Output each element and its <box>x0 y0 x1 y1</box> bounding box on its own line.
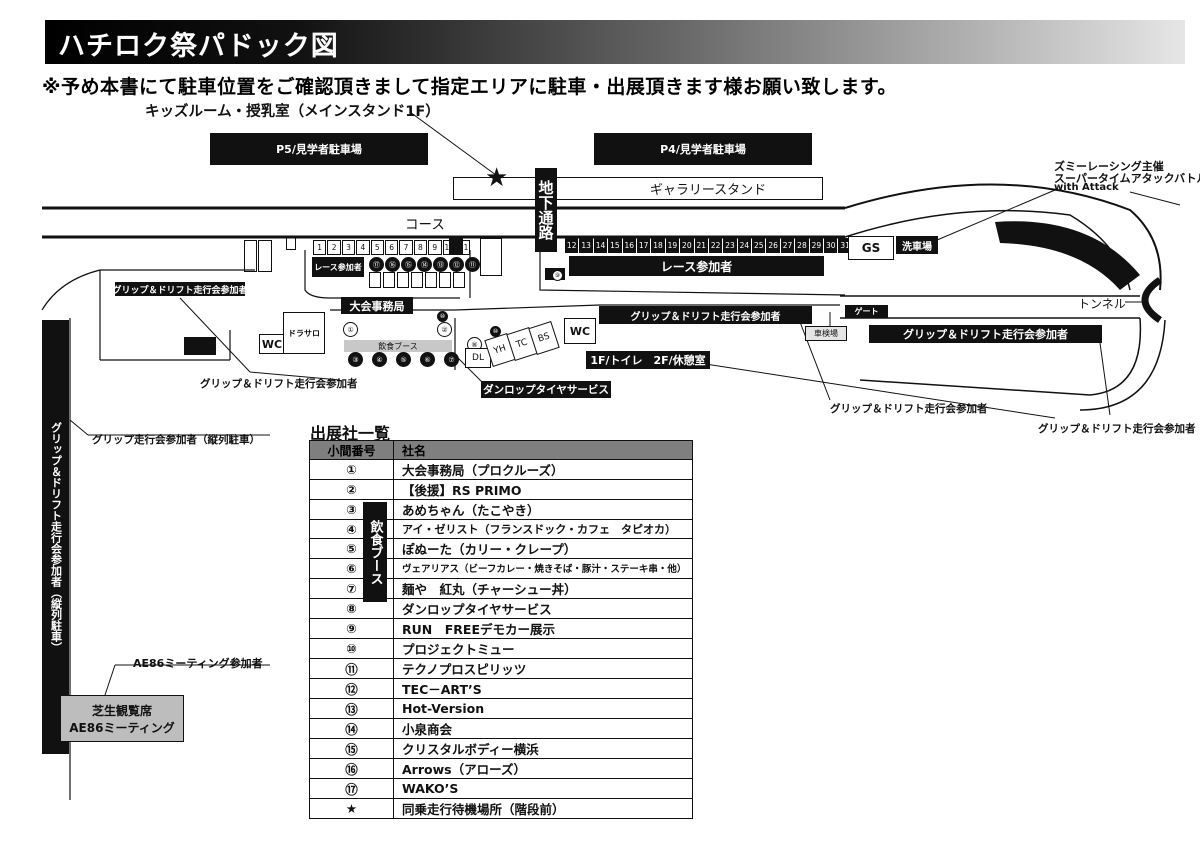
grip-drift-area-right: グリップ＆ドリフト走行会参加者 <box>869 325 1102 343</box>
pit-block <box>480 238 502 276</box>
course-label: コース <box>405 217 445 233</box>
page-title: ハチロク祭パドック図 <box>58 31 339 62</box>
dunlop-label: ダンロップタイヤサービス <box>481 381 611 398</box>
parking-p5: P5/見学者駐車場 <box>210 133 428 165</box>
gallery-stand-label: ギャラリースタンド <box>649 183 767 198</box>
lawn-seating-line-1: 芝生観覧席 <box>91 703 152 718</box>
marker-9: ⑨ <box>552 270 563 281</box>
car-wash: 洗車場 <box>896 236 938 254</box>
parking-p4: P4/見学者駐車場 <box>594 133 812 165</box>
grip-drift-label-left: グリップ＆ドリフト走行会参加者 <box>200 378 358 390</box>
hq-label: 大会事務局 <box>341 297 413 314</box>
grip-drift-vertical-area: グリップ＆ドリフト走行会参加者（縦列駐車） <box>42 320 69 754</box>
marker-2: ② <box>437 322 452 337</box>
title-bar <box>45 20 1185 64</box>
kids-room-label: キッズルーム・授乳室（メインスタンド1F） <box>145 104 440 120</box>
grip-drift-label-mid: グリップ＆ドリフト走行会参加者 <box>830 403 988 415</box>
table-row: ★同乗走行待機場所（階段前） <box>309 797 694 819</box>
pit-boxes-lower <box>369 272 465 288</box>
lawn-seating: 芝生観覧席 AE86ミーティング <box>60 695 184 742</box>
food-booth-strip: 飲食ブース <box>344 340 452 352</box>
lawn-seating-line-2: AE86ミーティング <box>69 720 175 735</box>
drasaro: ドラサロ <box>283 312 325 354</box>
pit-block <box>449 238 463 255</box>
zumi-event-line-3: with Attack <box>1054 182 1119 193</box>
table-header-row: 小間番号 社名 <box>309 439 694 461</box>
star-icon: ★ <box>485 163 509 193</box>
race-participants-area: レース参加者 <box>569 256 824 276</box>
pit-number-row-left: 1234567891011 <box>313 240 471 255</box>
rest-building: 1F/トイレ 2F/休憩室 <box>586 351 710 369</box>
underpass-label: 地下通路 <box>535 168 557 252</box>
grip-drift-label-right: グリップ＆ドリフト走行会参加者 <box>1038 423 1196 435</box>
table-row: ②【後援】RS PRIMO <box>309 479 694 501</box>
wc-left: WC <box>259 334 285 354</box>
zumi-event-line-2: スーパータイムアタックバトル <box>1054 172 1200 185</box>
marker-yh: ⑩ <box>490 326 501 337</box>
food-booth-group-label: 飲食ブース <box>363 502 387 602</box>
notice-text: ※予め本書にて駐車位置をご確認頂きまして指定エリアに駐車・出展頂きます様お願い致… <box>42 76 898 98</box>
tunnel-label: トンネル <box>1078 297 1126 311</box>
exhibitors-heading: 出展社一覧 <box>310 424 391 443</box>
marker-1: ① <box>343 322 358 337</box>
zumi-event-line-1: ズミーレーシング主催 <box>1054 160 1164 173</box>
col-header-name: 社名 <box>392 439 694 461</box>
grip-drift-area-top-left: グリップ＆ドリフト走行会参加者 <box>113 282 248 296</box>
grip-line-parking-label: グリップ走行会参加者（縦列駐車） <box>92 434 260 446</box>
food-booth-label: 飲食ブース <box>378 341 418 351</box>
gallery-stand: ギャラリースタンド <box>453 177 823 200</box>
wc-right: WC <box>564 318 596 344</box>
col-header-number: 小間番号 <box>309 439 394 461</box>
race-participants-small: レース参加者 <box>312 257 364 277</box>
ae86-label: AE86ミーティング参加者 <box>133 657 263 670</box>
gs-station: GS <box>848 236 894 260</box>
scrutineering-label: 車検場 <box>805 326 847 341</box>
left-parking-block <box>184 337 216 355</box>
grip-drift-area-mid: グリップ＆ドリフト走行会参加者 <box>599 306 812 324</box>
gate: ゲート <box>845 305 888 318</box>
marker-10: ⑩ <box>437 311 448 322</box>
